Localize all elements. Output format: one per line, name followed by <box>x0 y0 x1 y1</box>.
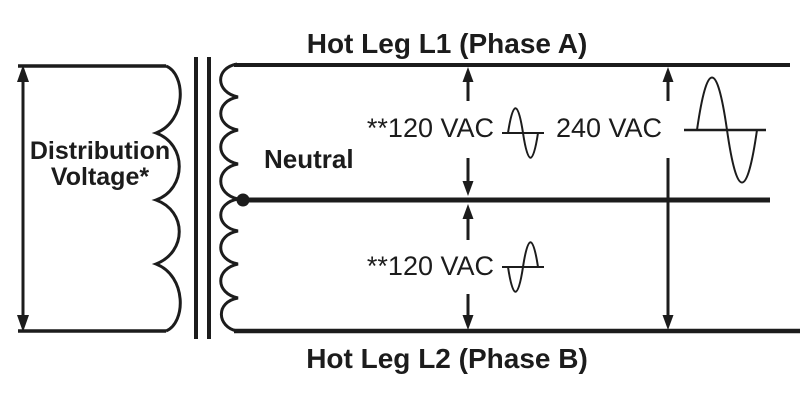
distribution-voltage-label: Distribution Voltage* <box>20 138 180 190</box>
transformer-core <box>194 57 211 339</box>
distribution-voltage-line2: Voltage* <box>50 163 150 191</box>
hot-leg-wires <box>234 63 800 334</box>
distribution-voltage-arrow <box>17 65 29 332</box>
neutral-wire <box>236 193 770 207</box>
distribution-voltage-line1: Distribution <box>29 137 171 165</box>
sine-wave-positive-phase-icon <box>502 107 544 159</box>
sine-wave-large-icon <box>684 76 766 184</box>
secondary-winding <box>219 62 239 333</box>
sine-wave-inverted-phase-icon <box>502 241 544 293</box>
voltage-120-bottom-label: **120 VAC <box>366 251 494 281</box>
hot-leg-l2-label: Hot Leg L2 (Phase B) <box>306 343 588 374</box>
arrow-120vac-bottom <box>462 204 474 330</box>
primary-leads <box>18 64 166 333</box>
arrow-120vac-top <box>462 67 474 196</box>
primary-winding <box>151 64 182 333</box>
hot-leg-l1-label: Hot Leg L1 (Phase A) <box>306 28 588 59</box>
arrow-240vac <box>662 67 674 330</box>
voltage-120-top-label: **120 VAC <box>366 113 494 143</box>
voltage-240-label: 240 VAC <box>555 113 662 143</box>
neutral-label: Neutral <box>264 144 354 174</box>
